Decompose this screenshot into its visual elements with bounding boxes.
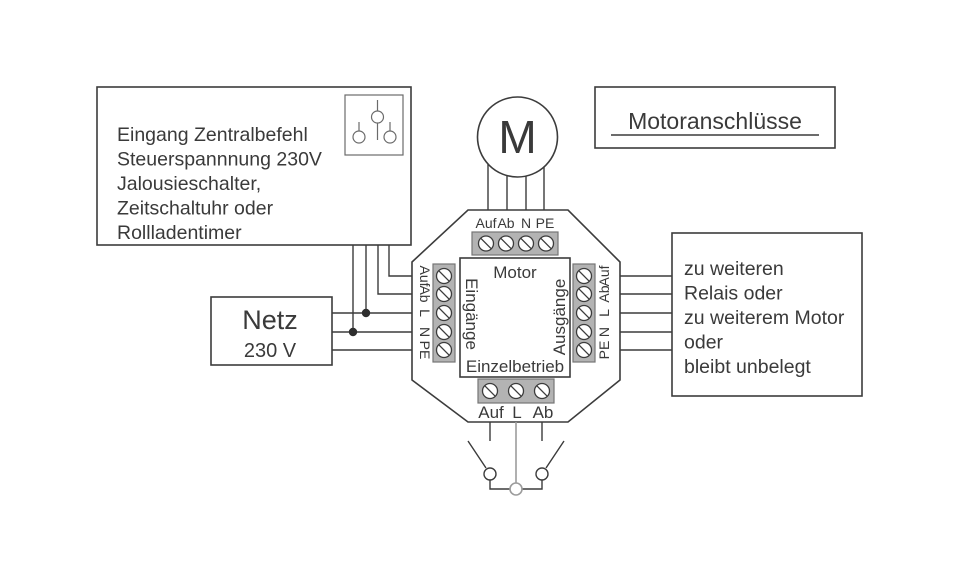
switch-contact-left [483,467,497,481]
netz-box [210,296,333,366]
switch-contact-right [535,467,549,481]
terminal-label-top: PE [536,215,555,231]
input-command-line: Zeitschaltuhr oder [117,198,274,220]
screw-terminal-icon [435,341,453,359]
terminal-label-right: N [596,327,612,337]
heading-box [594,86,836,149]
screw-terminal-icon [435,304,453,322]
switch-connector-right [522,480,543,490]
terminal-label-left: PE [417,341,433,360]
terminal-label-right: PE [596,341,612,360]
terminal-label-right: L [596,309,612,317]
terminal-label-left: L [417,309,433,317]
screw-terminal-icon [435,267,453,285]
page-title: Motoranschlüsse [628,108,802,134]
terminal-label-top: Auf [475,215,496,231]
wire-control-auf [388,245,412,277]
terminal-block-top [471,231,559,256]
terminal-label-left: Ab [417,285,433,302]
terminal-label-top: Ab [497,215,514,231]
junction-dot [361,308,371,318]
output-line: zu weiterem Motor [684,307,845,329]
output-line: oder [684,332,724,354]
module-label-motor: Motor [493,263,537,282]
output-line: Relais oder [684,283,783,305]
input-command-line: Steuerspannnung 230V [117,149,322,171]
motor-label: M [498,111,536,163]
output-description-box [671,232,863,397]
switch-lever-right [545,440,565,469]
netz-voltage: 230 V [244,340,297,362]
output-line: zu weiteren [684,258,784,280]
input-command-line: Rollladentimer [117,222,242,244]
input-command-line: Eingang Zentralbefehl [117,124,308,146]
output-line: bleibt unbelegt [684,356,811,378]
terminal-label-right: Auf [596,265,612,286]
netz-title: Netz [242,305,298,335]
screw-terminal-icon [575,323,593,341]
screw-terminal-icon [575,285,593,303]
screw-terminal-icon [517,235,535,252]
input-command-line: Jalousieschalter, [117,173,261,195]
module-label-einzelbetrieb: Einzelbetrieb [466,357,564,376]
screw-terminal-icon [497,235,515,252]
switch-lever-left [467,440,487,469]
terminal-label-right: Ab [596,285,612,302]
screw-terminal-icon [435,285,453,303]
terminal-label-left: N [417,327,433,337]
screw-terminal-icon [481,382,499,400]
jalousie-switch-icon [344,94,404,156]
terminal-label-top: N [521,215,531,231]
terminal-label-left: Auf [417,265,433,286]
screw-terminal-icon [575,267,593,285]
screw-terminal-icon [507,382,525,400]
switch-connector-left [489,480,510,490]
module-inner-box [459,257,571,378]
screw-terminal-icon [537,235,555,252]
wire-control-ab [377,245,412,295]
screw-terminal-icon [575,304,593,322]
screw-terminal-icon [533,382,551,400]
screw-terminal-icon [575,341,593,359]
motor-symbol [476,96,559,178]
module-label-eingaenge: Eingänge [462,278,481,350]
junction-dot [348,327,358,337]
terminal-label-bottom: Ab [533,403,554,422]
screw-terminal-icon [477,235,495,252]
switch-contact-common [509,482,523,496]
terminal-label-bottom: Auf [478,403,504,422]
module-label-ausgaenge: Ausgänge [550,279,569,356]
screw-terminal-icon [435,323,453,341]
terminal-label-bottom: L [512,403,521,422]
